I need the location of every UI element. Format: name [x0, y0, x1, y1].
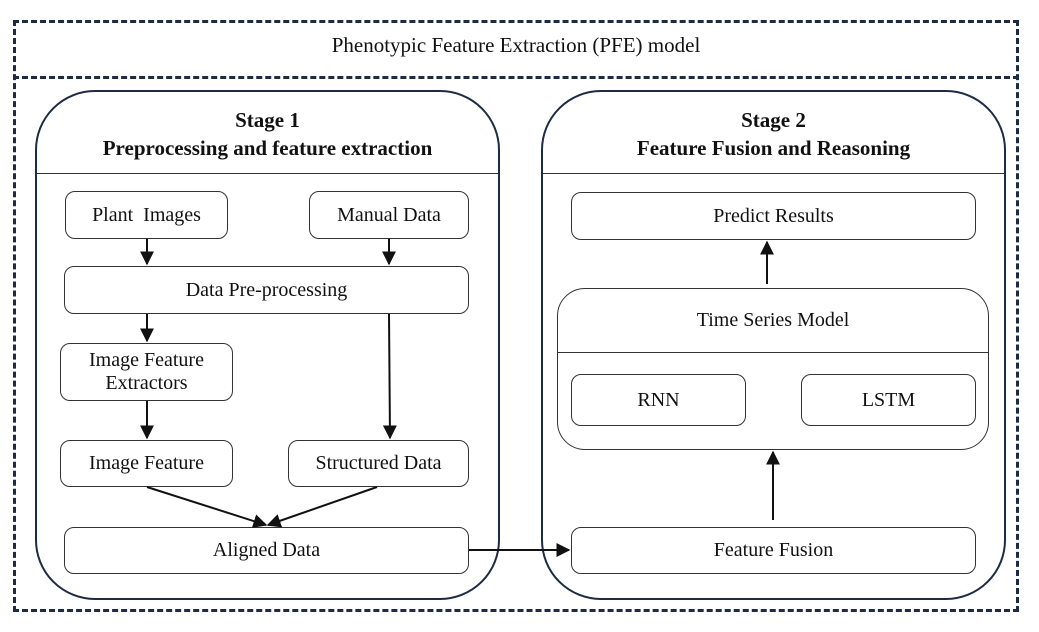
- aligned-data-box: Aligned Data: [64, 527, 469, 574]
- arrow-preprocessing-to-structured-data: [382, 313, 397, 440]
- image-feature-extractors-line1: Image Feature: [89, 349, 204, 371]
- stage1-subheading: Preprocessing and feature extraction: [102, 136, 433, 160]
- image-feature-label: Image Feature: [89, 452, 204, 474]
- arrow-structured-data-to-aligned: [266, 486, 378, 528]
- lstm-label: LSTM: [861, 388, 916, 411]
- pfe-model-frame: [13, 20, 1019, 612]
- time-series-model-divider: [558, 352, 988, 353]
- model-title: Phenotypic Feature Extraction (PFE) mode…: [331, 33, 701, 57]
- aligned-data-label: Aligned Data: [212, 539, 321, 561]
- stage1-header-divider: [37, 173, 498, 174]
- rnn-label: RNN: [637, 388, 680, 411]
- title-separator: [13, 76, 1019, 79]
- feature-fusion-label: Feature Fusion: [713, 539, 834, 561]
- data-preprocessing-label: Data Pre-processing: [185, 278, 348, 301]
- image-feature-extractors-box: Image Feature Extractors: [60, 343, 233, 401]
- data-preprocessing-box: Data Pre-processing: [64, 266, 469, 314]
- stage2-subheading: Feature Fusion and Reasoning: [636, 136, 911, 160]
- plant-images-label: Plant Images: [92, 203, 201, 226]
- structured-data-box: Structured Data: [288, 440, 469, 487]
- time-series-model-box: [557, 288, 989, 450]
- stage2-panel: [541, 90, 1006, 600]
- arrow-image-feature-to-aligned: [146, 486, 268, 528]
- structured-data-label: Structured Data: [315, 452, 442, 474]
- stage2-header-divider: [543, 173, 1004, 174]
- image-feature-extractors-line2: Extractors: [105, 372, 188, 394]
- stage2-heading: Stage 2: [741, 108, 806, 132]
- plant-images-box: Plant Images: [65, 191, 228, 239]
- manual-data-label: Manual Data: [337, 203, 441, 226]
- rnn-box: RNN: [571, 374, 746, 426]
- stage1-panel: [35, 90, 500, 600]
- stage1-heading: Stage 1: [235, 108, 300, 132]
- feature-fusion-box: Feature Fusion: [571, 527, 976, 574]
- predict-results-box: Predict Results: [571, 192, 976, 240]
- time-series-model-label: Time Series Model: [696, 309, 850, 331]
- manual-data-box: Manual Data: [309, 191, 469, 239]
- image-feature-box: Image Feature: [60, 440, 233, 487]
- predict-results-label: Predict Results: [713, 204, 834, 227]
- lstm-box: LSTM: [801, 374, 976, 426]
